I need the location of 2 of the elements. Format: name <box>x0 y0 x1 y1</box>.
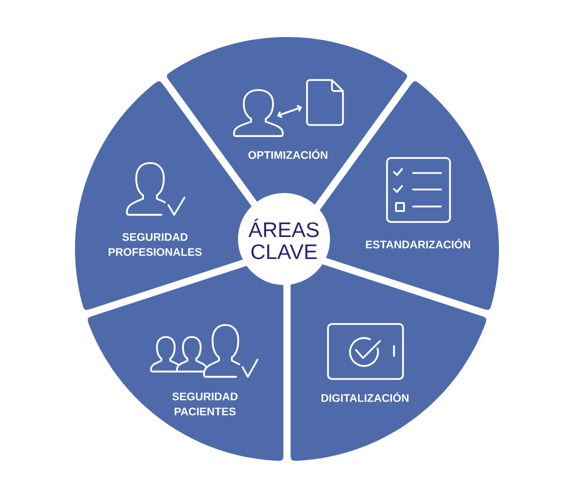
node-label: SEGURIDAD PACIENTES <box>172 392 238 416</box>
node-label: DIGITALIZACIÓN <box>322 392 408 402</box>
